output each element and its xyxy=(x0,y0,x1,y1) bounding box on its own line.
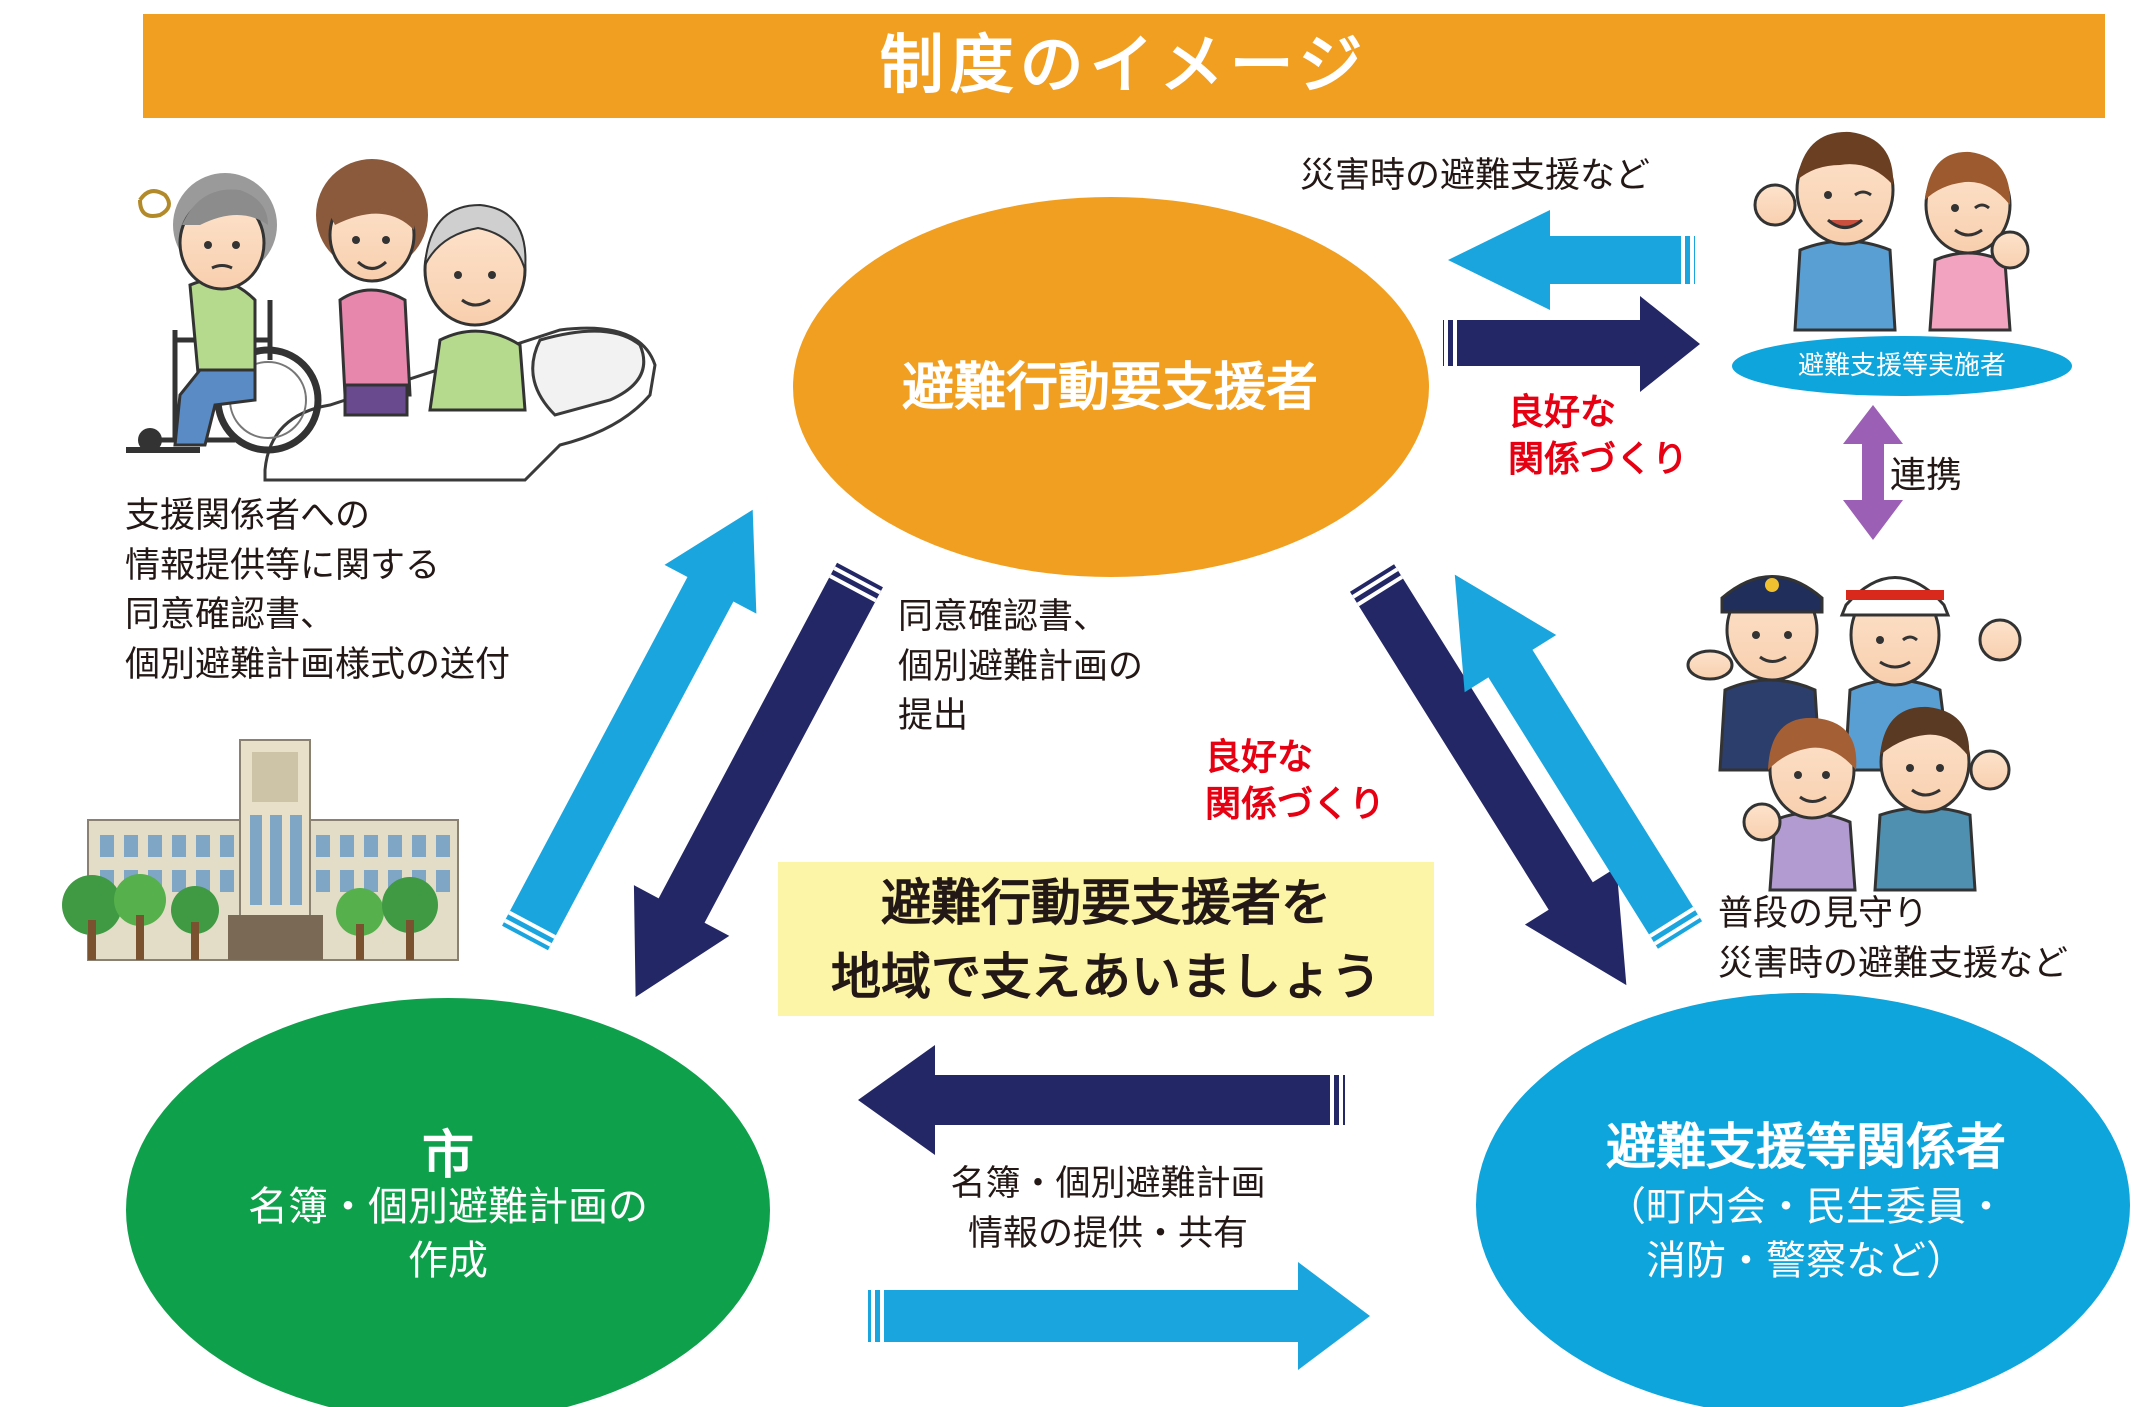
arrow-supporters-to-person xyxy=(1454,574,1703,949)
arrow-bottom-right xyxy=(868,1262,1370,1370)
supporters-sublabel: （町内会・民生委員・ 消防・警察など） xyxy=(1606,1184,2006,1284)
note-cooperation: 連携 xyxy=(1890,455,1963,496)
arrow-person-to-city xyxy=(633,562,883,998)
slogan-box: 避難行動要支援者を 地域で支えあいましょう xyxy=(778,862,1434,1016)
volunteers-illustration xyxy=(1753,131,2030,332)
supporters-ellipse xyxy=(1476,993,2130,1407)
cooperation-arrow xyxy=(1843,405,1903,540)
person-ellipse xyxy=(793,197,1429,577)
arrow-city-to-person xyxy=(502,509,757,951)
city-sublabel: 名簿・個別避難計画の 作成 xyxy=(248,1184,648,1284)
city-ellipse xyxy=(126,998,770,1407)
note-daily: 普段の見守り 災害時の避難支援など xyxy=(1718,894,2069,984)
person-label: 避難行動要支援者 xyxy=(901,358,1318,418)
arrow-top-right xyxy=(1443,296,1700,392)
arrow-bottom-left xyxy=(858,1045,1345,1155)
note-share: 名簿・個別避難計画 情報の提供・共有 xyxy=(950,1164,1266,1254)
arrow-person-to-supporters xyxy=(1349,564,1627,986)
police-fire-community-illustration xyxy=(1686,575,2022,892)
arrow-top-left xyxy=(1448,210,1695,310)
supporters-label: 避難支援等関係者 xyxy=(1606,1118,2006,1176)
city-label: 市 xyxy=(421,1126,474,1186)
caregiver-scene-illustration xyxy=(126,159,657,482)
relation-note-middle: 良好な 関係づくり xyxy=(1205,737,1386,825)
implementer-badge-label: 避難支援等実施者 xyxy=(1797,351,2006,381)
relation-note-top: 良好な 関係づくり xyxy=(1508,392,1689,480)
implementer-badge xyxy=(1732,336,2072,396)
note-person-to-city: 同意確認書、 個別避難計画の 提出 xyxy=(898,597,1144,737)
note-city-to-person: 支援関係者への 情報提供等に関する 同意確認書、 個別避難計画様式の送付 xyxy=(125,496,511,686)
note-top-support: 災害時の避難支援など xyxy=(1300,156,1651,196)
city-hall-illustration xyxy=(62,739,459,961)
page-title: 制度のイメージ xyxy=(143,14,2105,118)
